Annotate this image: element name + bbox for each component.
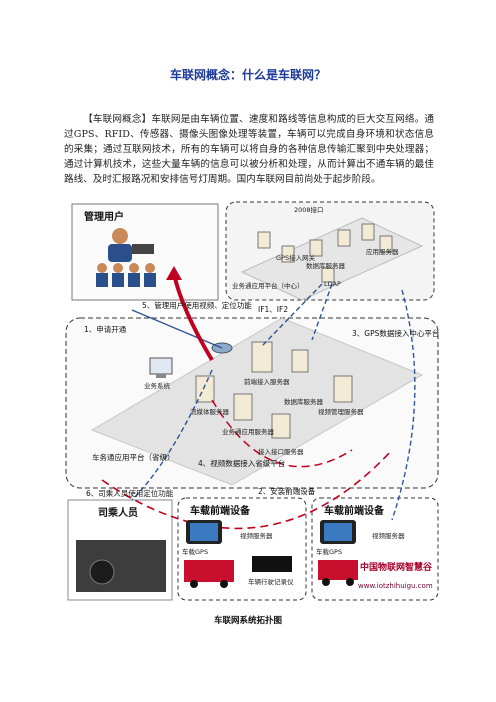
- video-link-arc: [211, 399, 353, 468]
- top-server-label: 2008接口: [294, 206, 324, 214]
- gps-device-icon: [186, 520, 222, 544]
- step4-label: 4、视频数据接入省级平台: [198, 459, 286, 468]
- arrow-head-icon: [166, 266, 182, 280]
- top-server-label: 数据库服务器: [306, 262, 345, 270]
- mid-server-icons: [195, 341, 353, 439]
- fire-truck-icon-2: [318, 560, 358, 586]
- watermark-name: 中国物联网智慧谷: [360, 563, 433, 573]
- top-server-label: GPS接入网关: [276, 254, 316, 262]
- gps-link-line: [391, 289, 416, 521]
- topology-diagram: [65, 201, 439, 601]
- top-server-label: 应用服务器: [366, 248, 399, 256]
- gps-label: 车载GPS: [182, 548, 209, 556]
- center-platform-label: 业务通应用平台（中心）: [232, 282, 304, 290]
- admin-users-label: 管理用户: [84, 212, 124, 223]
- step6-label: 6、司乘人员使用定位功能: [86, 489, 174, 498]
- vehicle-device-label-1: 车载前端设备: [190, 506, 250, 517]
- top-server-icons: [257, 223, 393, 283]
- step5-label: 5、管理用户使用视频、定位功能: [142, 301, 252, 310]
- mid-server-label: 流媒体服务器: [190, 408, 229, 416]
- interfaces-label: IF1、IF2: [258, 305, 289, 314]
- topology-figure: 管理用户 2008接口 GPS接入网关 数据库服务器 应用服务器 LDAP 业务…: [62, 200, 442, 605]
- gps-label-2: 车载GPS: [316, 548, 343, 556]
- connector-line: [261, 283, 323, 347]
- step2-label: 2、安装前端设备: [258, 487, 316, 496]
- connector-line: [131, 369, 213, 501]
- recorder-label: 车辆行驶记录仪: [248, 578, 294, 586]
- recorder-device-icon: [252, 556, 292, 572]
- mid-server-label: 接入接口服务器: [258, 448, 304, 456]
- connector-line: [311, 283, 333, 341]
- fire-truck-icon: [184, 560, 234, 588]
- step3-label: 3、GPS数据接入中心平台: [352, 329, 440, 338]
- mid-server-label: 视频管理服务器: [318, 408, 364, 416]
- admin-usage-arrow: [172, 273, 214, 362]
- connector-line: [131, 309, 223, 349]
- vehicle-device-label-2: 车载前端设备: [324, 506, 384, 517]
- business-computer-icon: [149, 357, 173, 378]
- video-server-label-2: 视频服务器: [372, 532, 405, 540]
- car-interior-image: [76, 540, 166, 592]
- watermark-url: www.iotzhihuigu.com: [358, 582, 433, 590]
- center-platform-floor: [240, 217, 424, 301]
- user-group-icon: [96, 263, 156, 287]
- passengers-label: 司乘人员: [98, 508, 138, 519]
- admin-user-icon: [108, 228, 154, 262]
- business-system-label: 业务系统: [144, 382, 170, 390]
- province-platform-label: 车务通应用平台（省级）: [92, 453, 175, 462]
- mid-server-label: 前端接入服务器: [244, 378, 290, 386]
- top-server-label: LDAP: [324, 280, 341, 288]
- step1-label: 1、申请开通: [84, 325, 127, 334]
- install-arc: [101, 449, 393, 530]
- gps-device-icon-2: [320, 520, 356, 544]
- video-server-label: 视频服务器: [240, 532, 273, 540]
- mid-server-label: 数据库服务器: [284, 398, 323, 406]
- figure-caption: 车联网系统拓扑图: [213, 616, 282, 626]
- page-title: 车联网概念：什么是车联网？: [169, 68, 326, 82]
- mid-server-label: 业务通应用服务器: [222, 428, 274, 436]
- intro-paragraph: 【车联网概念】车联网是由车辆位置、速度和路线等信息构成的巨大交互网络。通过GPS…: [64, 114, 434, 185]
